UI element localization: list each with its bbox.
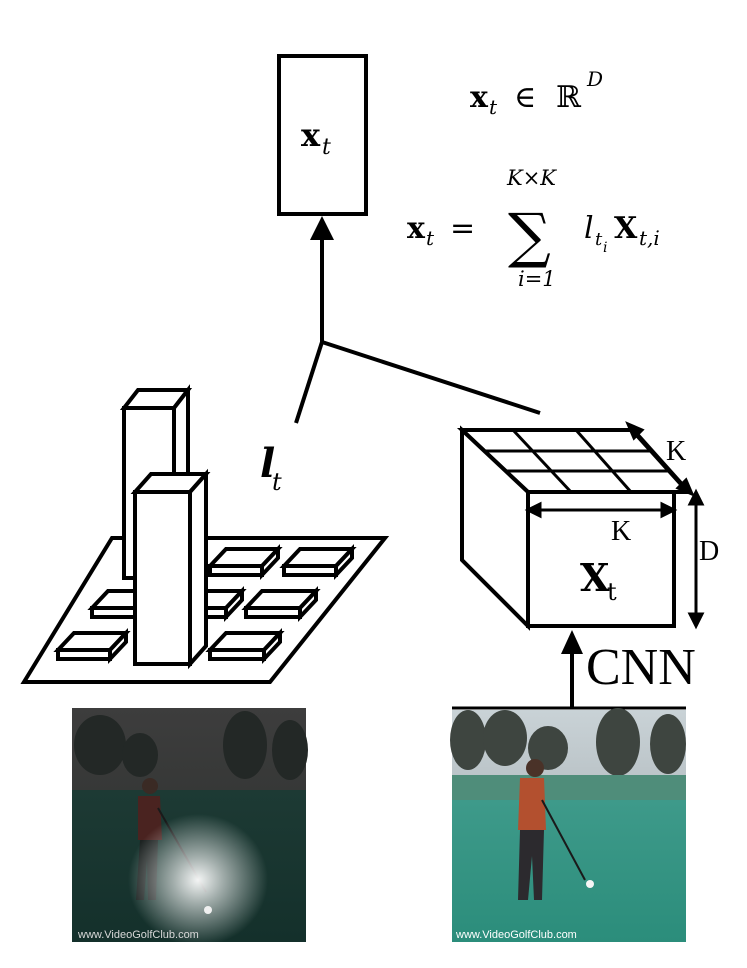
golfer-right	[518, 759, 586, 900]
frame-with-attention: www.VideoGolfClub.com	[72, 708, 308, 946]
output-vector-box: x t	[277, 54, 368, 216]
eq-sum-equals: =	[450, 211, 475, 246]
eq-dim-exponent: D	[586, 67, 603, 91]
cnn-label: CNN	[586, 639, 696, 696]
eq-sum-feature-sub: t,i	[639, 226, 660, 250]
cube-dimension-arrows	[524, 421, 705, 630]
eq-dim-lhs: x	[470, 80, 489, 115]
cube-feature-label: X	[580, 555, 610, 600]
eq-sum-upper-limit: K×K	[506, 166, 557, 190]
cnn-arrow: CNN	[561, 630, 696, 708]
cube-depth-label: K	[666, 436, 686, 467]
eq-sum-weight-subsub: i	[603, 240, 607, 256]
cube-labels: K K D X t	[580, 436, 719, 606]
right-frame-watermark: www.VideoGolfClub.com	[455, 929, 577, 941]
attention-label-main: l	[260, 440, 275, 487]
cube-front-face	[526, 490, 676, 628]
attention-tile	[53, 627, 131, 665]
output-vector-subscript: t	[322, 135, 331, 160]
eq-sum-sigma: ∑	[508, 201, 551, 271]
cube-feature-subscript: t	[607, 578, 617, 606]
eq-sum-feature: X	[614, 211, 638, 246]
attention-tile	[205, 627, 285, 665]
eq-dim-op: ∈	[514, 80, 536, 115]
attention-tile	[241, 585, 321, 623]
eq-sum-weight: l	[584, 211, 594, 246]
cube-width-label: K	[611, 516, 631, 547]
feature-cube	[456, 425, 693, 631]
left-frame-watermark: www.VideoGolfClub.com	[77, 929, 199, 941]
output-vector-label: x	[301, 116, 321, 154]
frame-original: www.VideoGolfClub.com	[450, 706, 686, 942]
eq-sum-lower-limit: i=1	[518, 267, 556, 291]
eq-sum-weight-sub: t	[595, 229, 603, 250]
attention-map	[20, 384, 390, 684]
attention-tile	[205, 543, 283, 581]
attention-spotlight	[128, 814, 268, 946]
attention-bar-highest	[130, 468, 211, 670]
cube-height-label: D	[699, 536, 719, 567]
eq-dim-lhs-sub: t	[489, 95, 498, 119]
attention-label-sub: t	[272, 468, 282, 496]
attention-tile	[279, 543, 357, 581]
eq-dim-space: ℝ	[556, 80, 582, 115]
attention-weights-label: l t	[260, 440, 282, 496]
equation-dimension: x t ∈ ℝ D	[470, 67, 603, 119]
merge-connector	[294, 216, 541, 424]
eq-sum-lhs-sub: t	[426, 226, 435, 250]
eq-sum-lhs: x	[407, 211, 426, 246]
equation-weighted-sum: x t = K×K ∑ i=1 l t i X t,i	[407, 166, 660, 291]
